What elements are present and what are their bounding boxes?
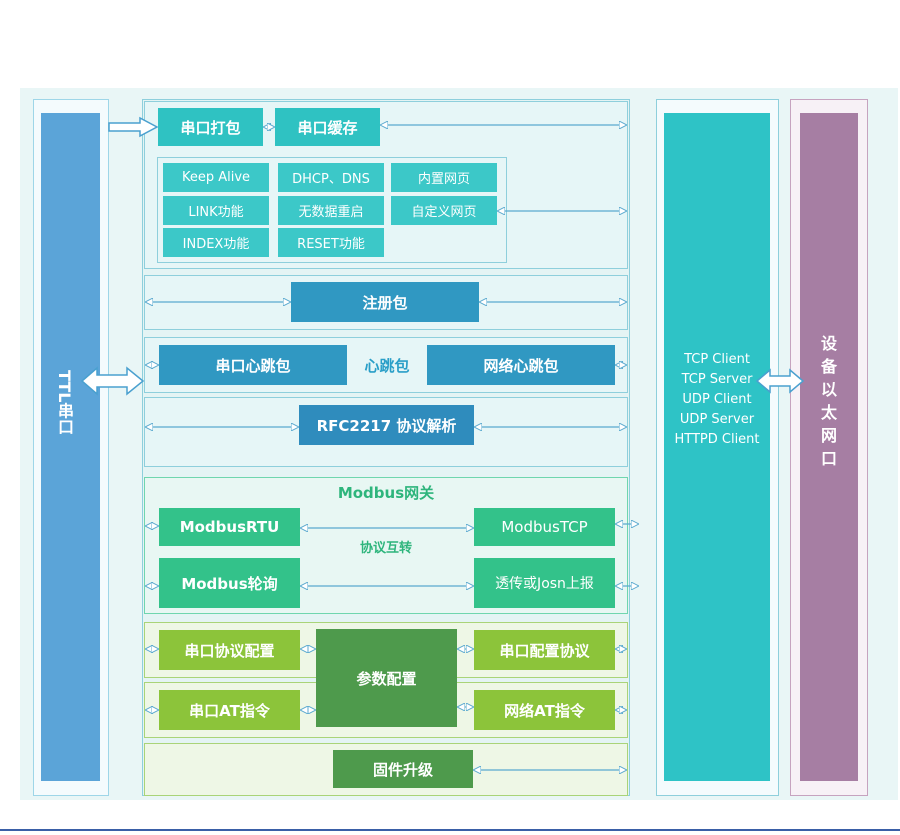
serial-heartbeat-box: 串口心跳包 [159, 345, 347, 385]
index-box: INDEX功能 [163, 228, 269, 257]
reset-box: RESET功能 [278, 228, 384, 257]
transparent-json-box: 透传或Josn上报 [474, 558, 615, 608]
network-heartbeat-box: 网络心跳包 [427, 345, 615, 385]
dhcp-dns-box: DHCP、DNS [278, 163, 384, 192]
no-data-restart-box: 无数据重启 [278, 196, 384, 225]
bottom-divider [0, 829, 900, 831]
rfc2217-box: RFC2217 协议解析 [299, 405, 474, 445]
network-mode-item: UDP Client [682, 392, 752, 407]
ethernet-block [800, 113, 858, 781]
network-mode-block [664, 113, 770, 781]
network-mode-list: TCP Client TCP Server UDP Client UDP Ser… [664, 350, 770, 450]
serial-buffer-box: 串口缓存 [275, 108, 380, 146]
custom-web-box: 自定义网页 [391, 196, 497, 225]
keep-alive-box: Keep Alive [163, 163, 269, 192]
firmware-upgrade-box: 固件升级 [333, 750, 473, 788]
register-box: 注册包 [291, 282, 479, 322]
network-mode-item: TCP Client [684, 352, 750, 367]
protocol-interconvert-label: 协议互转 [359, 540, 412, 556]
network-mode-item: TCP Server [681, 372, 753, 387]
ethernet-label: 设 备 以 太 网 口 [820, 334, 837, 468]
ttl-serial-label: TTL串口 [55, 370, 74, 435]
serial-pack-box: 串口打包 [158, 108, 263, 146]
ttl-serial-block [41, 113, 100, 781]
heartbeat-label: 心跳包 [364, 356, 410, 375]
param-config-box: 参数配置 [316, 629, 457, 727]
modbus-rtu-box: ModbusRTU [159, 508, 300, 546]
modbus-poll-box: Modbus轮询 [159, 558, 300, 608]
serial-protocol-config-box: 串口协议配置 [159, 630, 300, 670]
modbus-gateway-title: Modbus网关 [337, 483, 435, 502]
serial-config-protocol-box: 串口配置协议 [474, 630, 615, 670]
network-mode-item: HTTPD Client [674, 432, 760, 447]
link-box: LINK功能 [163, 196, 269, 225]
network-at-command-box: 网络AT指令 [474, 690, 615, 730]
serial-at-command-box: 串口AT指令 [159, 690, 300, 730]
builtin-web-box: 内置网页 [391, 163, 497, 192]
network-mode-item: UDP Server [679, 412, 755, 427]
modbus-tcp-box: ModbusTCP [474, 508, 615, 546]
